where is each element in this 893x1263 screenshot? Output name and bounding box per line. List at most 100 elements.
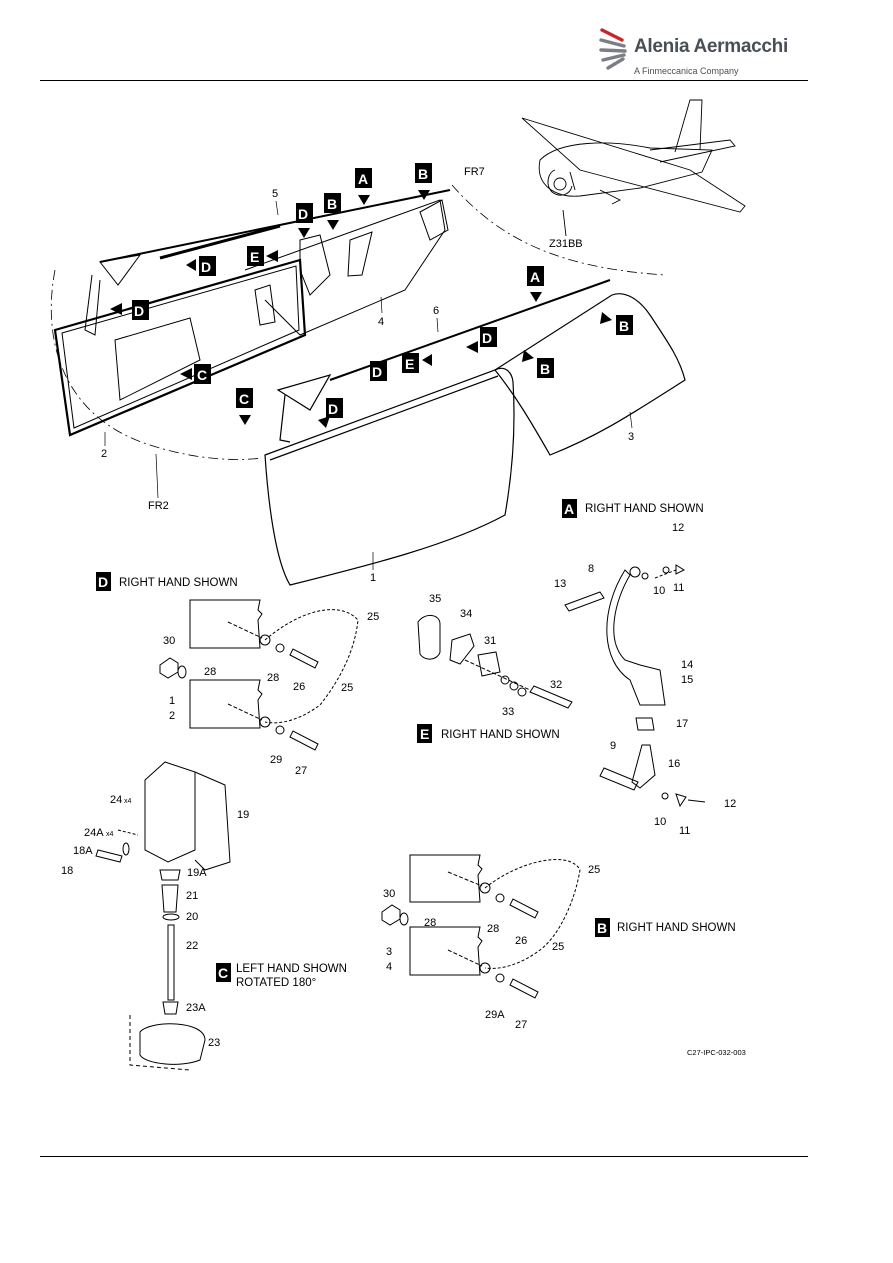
c-item-23: 23 [208, 1037, 220, 1049]
a-item-11b: 11 [679, 825, 690, 837]
a-item-10b: 10 [654, 816, 666, 828]
callout-b-lower2: B [540, 361, 550, 377]
aircraft-silhouette [521, 99, 746, 213]
d-item-25a: 25 [367, 611, 379, 623]
d-item-29: 29 [270, 754, 282, 766]
brand-name: Alenia Aermacchi [634, 36, 788, 57]
b-item-27: 27 [515, 1019, 527, 1031]
upper-panel-assembly [53, 189, 451, 437]
c-item-18a: 18A [73, 845, 93, 857]
d-item-2: 2 [169, 710, 175, 722]
detail-e-badge: E [420, 726, 429, 742]
detail-d-caption: RIGHT HAND SHOWN [119, 577, 238, 589]
b-item-26: 26 [515, 935, 527, 947]
item-5: 5 [272, 188, 278, 200]
b-item-29a: 29A [485, 1009, 505, 1021]
callout-e-lower: E [405, 356, 414, 372]
callout-c-lower: C [239, 391, 249, 407]
callout-e-upper: E [250, 249, 259, 265]
a-item-12b: 12 [724, 798, 736, 810]
a-item-11a: 11 [673, 582, 684, 594]
d-item-1: 1 [169, 695, 175, 707]
frame-fr7-label: FR7 [464, 166, 485, 178]
c-item-19: 19 [237, 809, 249, 821]
callout-d-lower3: D [328, 401, 338, 417]
detail-d-badge: D [98, 574, 108, 590]
frame-fr2-label: FR2 [148, 500, 169, 512]
a-item-8: 8 [588, 563, 594, 575]
detail-e: 35 34 31 32 33 E RIGHT HAND SHOWN [417, 593, 573, 743]
a-item-16: 16 [668, 758, 680, 770]
brand-logo: Alenia Aermacchi A Finmeccanica Company [598, 22, 798, 82]
figure-reference: C27-IPC-032-003 [687, 1048, 746, 1057]
b-item-4: 4 [386, 961, 392, 973]
b-item-3: 3 [386, 946, 392, 958]
callout-d-upper2: D [201, 259, 211, 275]
b-item-30: 30 [383, 888, 395, 900]
brand-subtitle: A Finmeccanica Company [634, 66, 739, 76]
c-item-24a: 24A [84, 827, 104, 839]
d-item-26: 26 [293, 681, 305, 693]
callout-b-upper2: B [327, 196, 337, 212]
c-item-24: 24 [110, 794, 122, 806]
e-item-32: 32 [550, 679, 562, 691]
callout-d-lower2: D [372, 364, 382, 380]
zone-label: Z31BB [549, 238, 583, 250]
detail-c: 24 x4 24A x4 18A 18 19 19A 21 20 22 23A … [61, 761, 347, 1071]
footer-rule [40, 1156, 808, 1157]
c-item-21: 21 [186, 890, 198, 902]
callout-d-lower: D [482, 330, 492, 346]
b-item-25b: 25 [552, 941, 564, 953]
a-item-17: 17 [676, 718, 688, 730]
a-item-12a: 12 [672, 522, 684, 534]
callout-a-upper: A [358, 171, 368, 187]
b-item-28b: 28 [487, 923, 499, 935]
item-1: 1 [370, 572, 376, 584]
detail-b: 25 30 28 28 26 25 3 4 29A 27 B RIGHT HAN… [381, 854, 736, 1031]
b-item-28a: 28 [424, 917, 436, 929]
callout-d-left: D [134, 303, 144, 319]
main-view-callouts: A B B D E D D C A B D B E D D C [110, 163, 633, 428]
item-4: 4 [378, 316, 384, 328]
callout-d-upper: D [298, 206, 308, 222]
b-item-25a: 25 [588, 864, 600, 876]
e-item-31: 31 [484, 635, 496, 647]
detail-c-badge: C [218, 965, 228, 981]
e-item-34: 34 [460, 608, 472, 620]
frame-arcs [50, 184, 666, 460]
c-item-18: 18 [61, 865, 73, 877]
item-2: 2 [101, 448, 107, 460]
c-item-20: 20 [186, 911, 198, 923]
logo-mark-icon [599, 28, 627, 70]
detail-c-caption-line2: ROTATED 180° [236, 977, 316, 989]
detail-b-caption: RIGHT HAND SHOWN [617, 922, 736, 934]
d-item-25b: 25 [341, 682, 353, 694]
a-item-13: 13 [554, 578, 566, 590]
a-item-10a: 10 [653, 585, 665, 597]
a-item-15: 15 [681, 674, 693, 686]
e-item-35: 35 [429, 593, 441, 605]
c-item-19a: 19A [187, 867, 207, 879]
c-item-23a: 23A [186, 1002, 206, 1014]
item-3: 3 [628, 431, 634, 443]
detail-d: D RIGHT HAND SHOWN 25 30 28 28 26 25 1 2… [96, 572, 379, 777]
callout-b-lower: B [619, 318, 629, 334]
callout-a-lower: A [530, 269, 540, 285]
item-6: 6 [433, 305, 439, 317]
zone-callout: Z31BB [549, 209, 583, 250]
a-item-14: 14 [681, 659, 693, 671]
d-item-28a: 28 [204, 666, 216, 678]
callout-b-upper: B [418, 166, 428, 182]
d-item-27: 27 [295, 765, 307, 777]
d-item-30: 30 [163, 635, 175, 647]
detail-a-caption: RIGHT HAND SHOWN [585, 503, 704, 515]
detail-a: A RIGHT HAND SHOWN 12 8 13 10 11 14 15 1… [554, 499, 736, 837]
callout-c-left: C [197, 367, 207, 383]
e-item-33: 33 [502, 706, 514, 718]
detail-b-badge: B [597, 920, 607, 936]
a-item-9: 9 [610, 740, 616, 752]
d-item-28b: 28 [267, 672, 279, 684]
detail-a-badge: A [564, 501, 574, 517]
detail-c-caption-line1: LEFT HAND SHOWN [236, 963, 347, 975]
